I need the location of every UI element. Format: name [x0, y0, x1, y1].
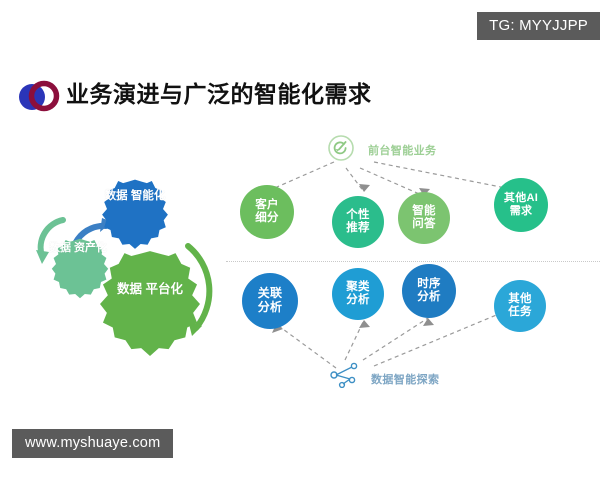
bubble-personalized-recommendation[interactable]: 个性 推荐	[332, 196, 384, 248]
brand-logo-icon	[16, 78, 62, 116]
bubble-personalized-recommendation-line1: 个性	[346, 208, 370, 221]
bubble-customer-segmentation-line1: 客户	[255, 198, 279, 211]
front-office-caption: 前台智能业务	[368, 145, 437, 157]
bubble-other-ai-needs[interactable]: 其他AI 需求	[494, 178, 548, 232]
bubble-time-series-analysis[interactable]: 时序 分析	[402, 264, 456, 318]
front-office-target-icon	[326, 134, 356, 164]
bubble-cluster-analysis[interactable]: 聚类 分析	[332, 268, 384, 320]
bubble-association-analysis[interactable]: 关联 分析	[242, 273, 298, 329]
bubble-association-analysis-line1: 关联	[257, 286, 283, 301]
bubble-intelligent-qa[interactable]: 智能 问答	[398, 192, 450, 244]
gear-graphics	[36, 179, 213, 356]
bubble-cluster-analysis-line2: 分析	[346, 294, 370, 306]
bubble-other-tasks[interactable]: 其他 任务	[494, 280, 546, 332]
bubble-other-tasks-line2: 任务	[508, 306, 532, 318]
bubble-association-analysis-line2: 分析	[257, 300, 283, 314]
data-explore-caption: 数据智能探索	[371, 374, 440, 386]
slide-header: 业务演进与广泛的智能化需求	[0, 74, 600, 120]
telegram-tag-watermark: TG: MYYJJPP	[477, 12, 600, 40]
data-explore-network-icon	[328, 362, 362, 389]
data-maturity-gear-diagram: 数据 智能化 数据 资产化 数据 平台化	[20, 160, 230, 365]
bubble-other-tasks-line1: 其他	[508, 292, 532, 305]
bubble-time-series-analysis-line1: 时序	[417, 277, 441, 290]
bubble-other-ai-needs-line1: 其他AI	[503, 192, 539, 205]
bubble-customer-segmentation[interactable]: 客户 细分	[240, 185, 294, 239]
bubble-intelligent-qa-line1: 智能	[412, 204, 436, 217]
page-title: 业务演进与广泛的智能化需求	[66, 81, 372, 107]
section-divider	[226, 261, 600, 263]
bubble-time-series-analysis-line2: 分析	[417, 291, 441, 303]
site-url-watermark: www.myshuaye.com	[12, 428, 174, 458]
bubble-personalized-recommendation-line2: 推荐	[346, 222, 370, 234]
bubble-cluster-analysis-line1: 聚类	[346, 280, 370, 293]
bubble-intelligent-qa-line2: 问答	[412, 218, 436, 230]
bubble-customer-segmentation-line2: 细分	[255, 212, 279, 224]
ai-capability-map: 前台智能业务 客户 细分 个性 推荐 智能 问答 其他AI 需求 关联 分析	[226, 128, 600, 410]
bubble-other-ai-needs-line2: 需求	[509, 205, 533, 217]
